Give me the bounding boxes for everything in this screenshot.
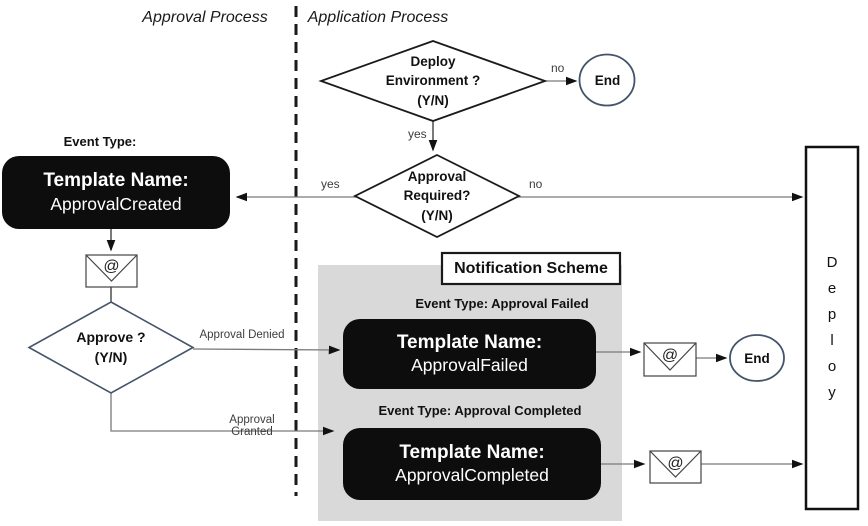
edge-label-yes-left: yes (321, 177, 340, 191)
deploy-environment-label: Deploy Environment ? (Y/N) (385, 54, 481, 108)
template-name: ApprovalCreated (50, 193, 182, 214)
end-top-label: End (594, 73, 621, 88)
deploy-environment-diamond (318, 40, 548, 122)
event-type-completed-caption: Event Type: Approval Completed (378, 403, 582, 418)
template-title: Template Name: (396, 331, 543, 353)
edge-label-yes-down: yes (408, 127, 427, 141)
template-name: ApprovalFailed (411, 355, 528, 376)
email-icon-created (85, 254, 138, 288)
end-top-circle (578, 53, 636, 107)
template-title: Template Name: (43, 170, 189, 192)
edge-label-no-top: no (551, 61, 565, 75)
event-type-failed-caption: Event Type: Approval Failed (415, 296, 589, 311)
deploy-box-label: D e p l o y (826, 254, 838, 401)
approve-label: Approve ? (Y/N) (76, 328, 146, 365)
end-middle-label: End (744, 350, 770, 366)
edge-label-approval-denied: Approval Denied (199, 329, 285, 341)
application-process-header: Application Process (307, 9, 449, 26)
event-type-created-caption: Event Type: (63, 134, 137, 149)
deploy-box (804, 145, 860, 511)
email-icon-failed (643, 342, 697, 377)
edge-label-no-right: no (529, 177, 543, 191)
notification-scheme-title-box (440, 251, 622, 286)
email-icon-completed (649, 450, 702, 484)
template-approval-failed-node: Template Name: ApprovalFailed (343, 319, 596, 389)
template-approval-completed-node: Template Name: ApprovalCompleted (343, 428, 601, 500)
edge-approval-granted (110, 393, 335, 436)
at-symbol-icon: @ (661, 346, 679, 364)
edge-label-approval-granted: Approval Granted (229, 414, 275, 438)
approve-diamond (27, 301, 195, 394)
at-symbol-icon: @ (667, 454, 684, 472)
template-name: ApprovalCompleted (395, 465, 549, 486)
end-middle-circle (729, 334, 785, 382)
edge-approval-denied (192, 345, 341, 355)
notification-scheme-title: Notification Scheme (454, 259, 608, 277)
at-symbol-icon: @ (103, 258, 120, 275)
approval-required-label: Approval Required? (Y/N) (403, 169, 471, 223)
approval-process-header: Approval Process (142, 9, 268, 26)
template-title: Template Name: (399, 441, 545, 463)
template-approval-created-node: Template Name: ApprovalCreated (2, 156, 230, 229)
approval-required-diamond (352, 153, 522, 239)
